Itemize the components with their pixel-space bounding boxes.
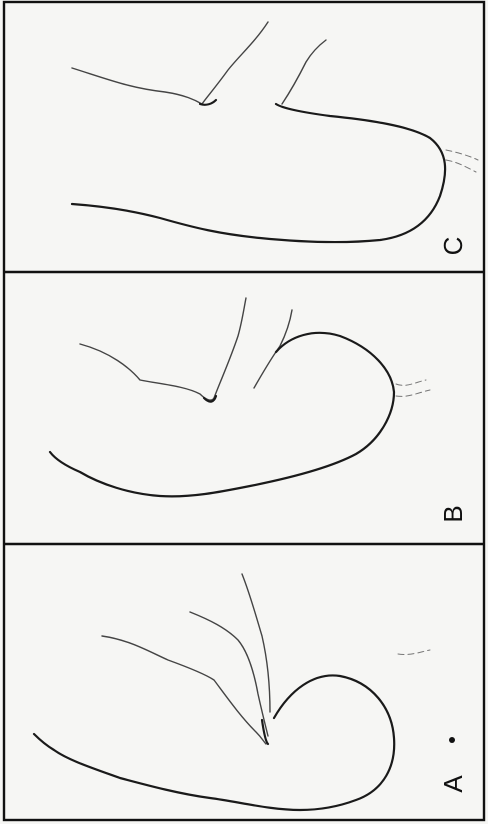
figure-frame — [4, 2, 484, 820]
panel-b-pylorus — [396, 380, 430, 396]
panel-c-upper-contour — [72, 22, 268, 104]
panel-b — [50, 298, 430, 496]
panel-a-upper-contour — [102, 636, 266, 744]
panel-label-b: B — [438, 505, 468, 522]
panel-c-greater-curve — [72, 104, 445, 242]
panel-a-greater-curve — [34, 675, 394, 810]
panel-c-duct-right — [282, 40, 326, 104]
panel-b-upper-contour — [80, 298, 246, 400]
panel-b-duct-right — [254, 310, 292, 388]
panel-label-c: C — [438, 237, 468, 256]
panel-a — [34, 574, 455, 810]
panel-c-pylorus — [446, 150, 478, 172]
panel-a-dot — [449, 737, 455, 743]
panel-label-a: A — [438, 775, 468, 793]
panel-c — [72, 22, 478, 242]
panel-a-duct-right — [242, 574, 270, 712]
panel-a-pylorus — [398, 650, 430, 655]
panel-b-greater-curve — [50, 333, 394, 497]
